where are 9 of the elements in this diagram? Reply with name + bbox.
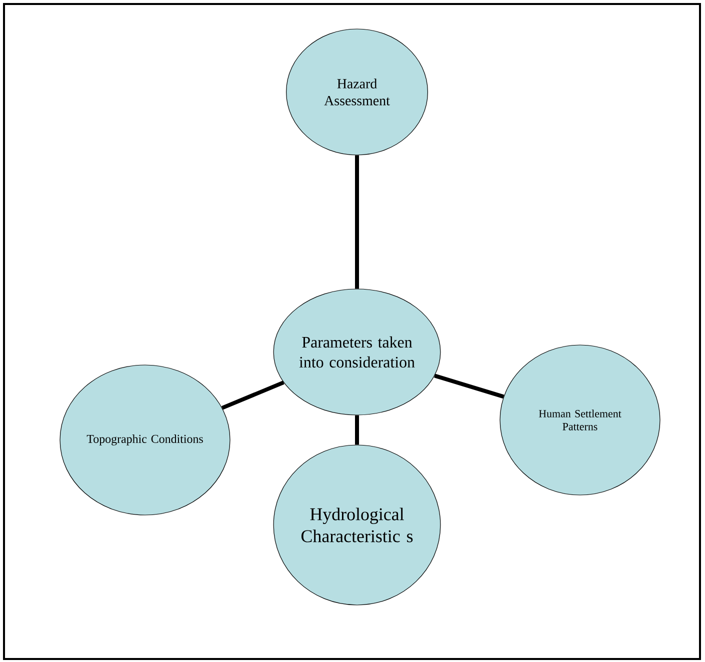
circle-node: Hazard Assessment bbox=[286, 28, 428, 156]
circle-node: Parameters taken into consideration bbox=[273, 288, 441, 416]
connector-line bbox=[434, 374, 504, 399]
connector-line bbox=[221, 380, 284, 410]
connector-line bbox=[355, 415, 359, 445]
connector-line bbox=[355, 155, 359, 289]
circle-node: Topographic Conditions bbox=[60, 364, 230, 516]
circle-node: Hydrological Characteristic s bbox=[273, 444, 441, 606]
circle-node: Human Settlement Patterns bbox=[500, 344, 660, 496]
